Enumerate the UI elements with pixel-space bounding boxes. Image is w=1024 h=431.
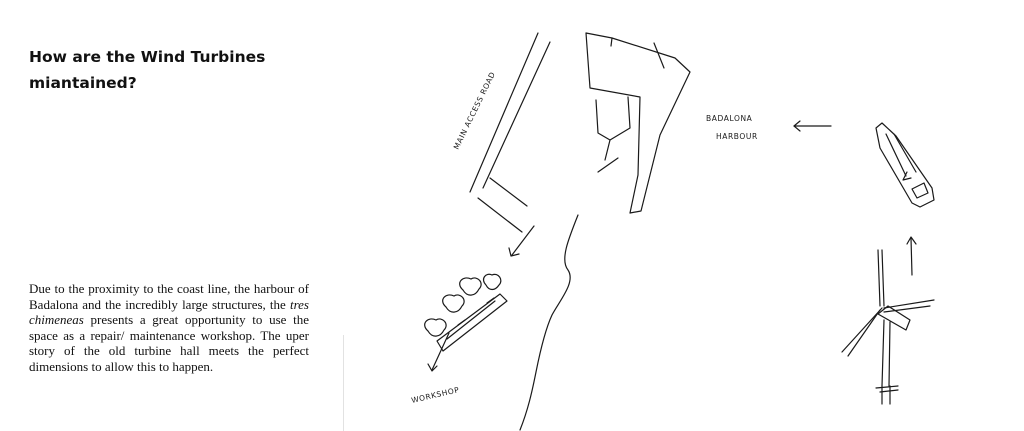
access-road-drawing: MAIN ACCESS ROAD (452, 32, 551, 233)
coastline-drawing (519, 214, 579, 431)
heading-line-2: miantained? (29, 74, 137, 92)
turbine-drawing (841, 249, 935, 405)
ship-drawing (875, 122, 935, 208)
page-heading: How are the Wind Turbines miantained? (29, 44, 329, 96)
column-divider (343, 335, 344, 431)
workshop-label: WORKSHOP (410, 385, 460, 405)
workshop-arrow (508, 225, 535, 257)
description-paragraph: Due to the proximity to the coast line, … (29, 281, 309, 374)
description-text-end: presents a great opportunity to use the … (29, 312, 309, 374)
heading-line-1: How are the Wind Turbines (29, 48, 266, 66)
description-emphasis: tres chimeneas (29, 296, 309, 328)
harbour-label-line-1: BADALONA (706, 114, 753, 123)
harbour-label-line-2: HARBOUR (716, 132, 758, 141)
workshop-drawing: WORKSHOP (410, 273, 508, 405)
building-drawing (585, 32, 691, 214)
harbour-drawing: BADALONA HARBOUR (706, 114, 832, 141)
turbine-arrow (906, 236, 917, 276)
description-text-start: Due to the proximity to the coast line, … (29, 281, 309, 312)
road-label: MAIN ACCESS ROAD (452, 70, 498, 151)
